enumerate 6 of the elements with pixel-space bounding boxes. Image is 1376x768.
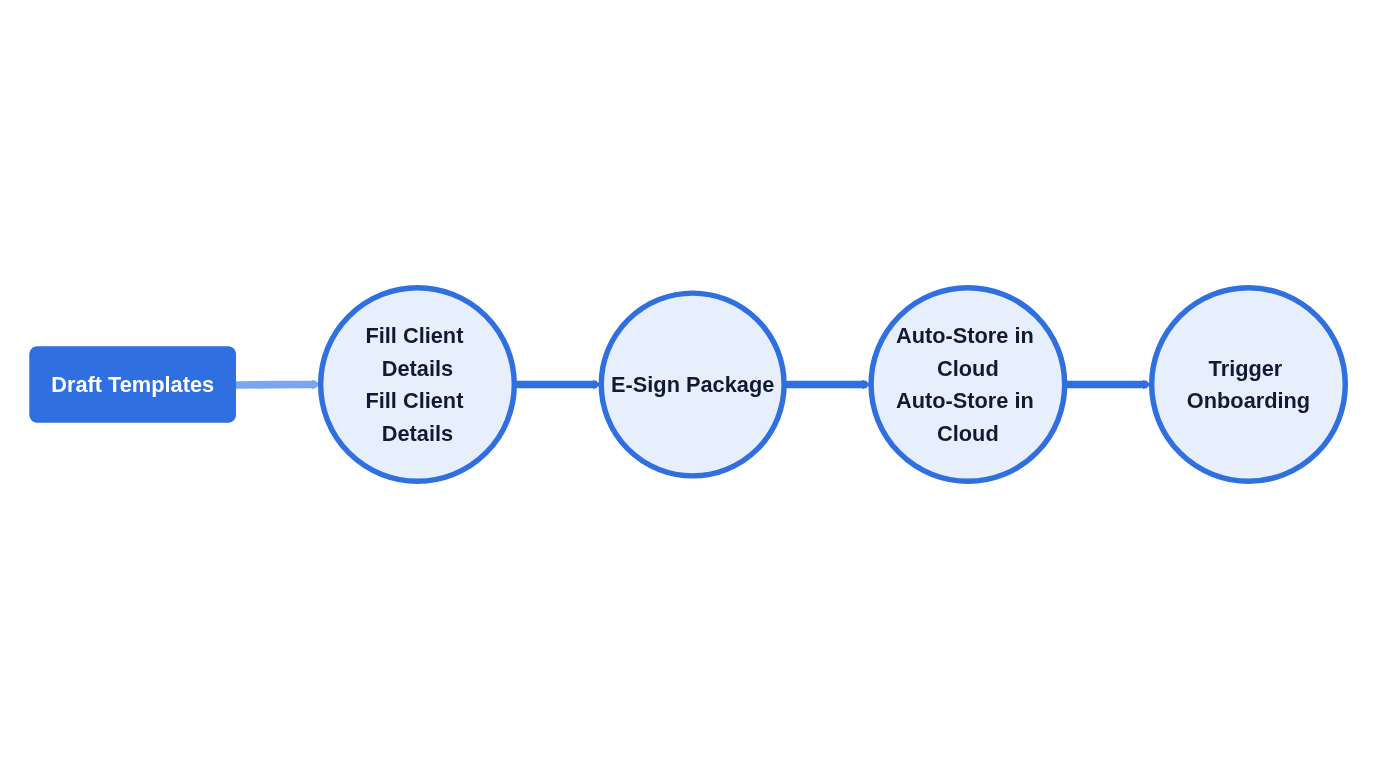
node-circle: Trigger Onboarding bbox=[1148, 284, 1348, 484]
node-circle: Fill Client Details Fill Client Details bbox=[317, 284, 517, 484]
arrow bbox=[1064, 379, 1152, 389]
node-circle: E-Sign Package bbox=[598, 289, 787, 479]
node-circle: Auto-Store in Cloud Auto-Store in Cloud bbox=[867, 284, 1067, 484]
arrow bbox=[233, 379, 321, 389]
